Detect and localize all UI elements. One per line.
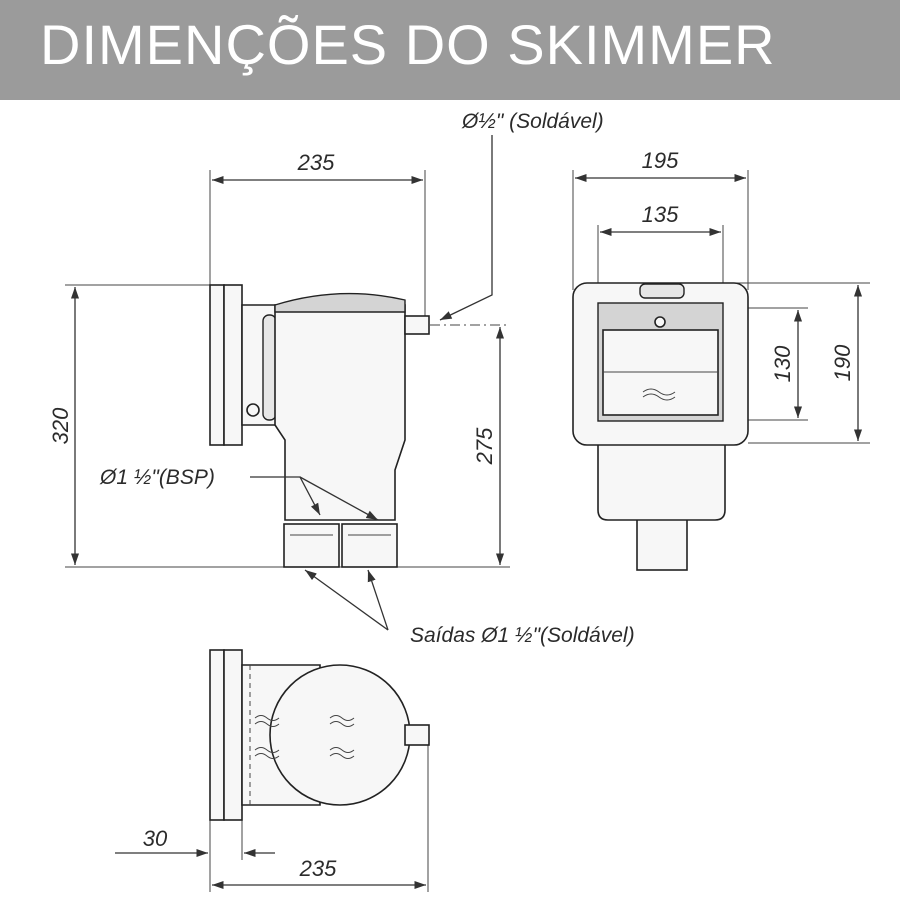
inlet-note: Ø½" (Soldável) [461,110,604,133]
top-flange-inner [223,649,243,821]
side-inlet-stub [404,315,430,335]
page-title: DIMENÇÕES DO SKIMMER [40,13,776,76]
side-body [274,304,406,521]
front-lower-body [597,442,726,521]
bsp-note: Ø1 ½"(BSP) [99,466,215,489]
top-view: 30 235 [115,649,430,892]
front-width-inner-label: 135 [642,202,679,227]
front-pipe [636,517,688,571]
front-width-outer-label: 195 [642,148,679,173]
title-banner: DIMENÇÕES DO SKIMMER [0,0,900,100]
side-flange-outer [209,284,225,446]
side-height-total-label: 320 [48,407,73,444]
side-outlet-right [341,523,398,568]
side-flange-inner [223,284,243,446]
top-bowl [269,664,411,806]
side-slot-left [262,314,277,421]
side-outlet-left [283,523,340,568]
front-height-inner-label: 130 [770,345,795,382]
front-height-outer-label: 190 [830,344,855,381]
outlet-note: Saídas Ø1 ½"(Soldável) [410,624,635,647]
top-flange-outer [209,649,225,821]
top-inlet-stub [404,724,430,746]
front-handle [639,283,685,299]
side-lid [274,292,406,313]
side-height-body-label: 275 [472,427,497,465]
side-width-label: 235 [297,150,335,175]
top-flange-label: 30 [143,826,168,851]
side-screw [246,403,260,417]
top-width-label: 235 [299,856,337,881]
side-view: 235 320 275 Ø½" (Soldável) Ø1 ½"(BSP) Sa… [48,110,635,647]
front-screw [654,316,666,328]
front-view: 195 135 130 190 [572,148,870,571]
